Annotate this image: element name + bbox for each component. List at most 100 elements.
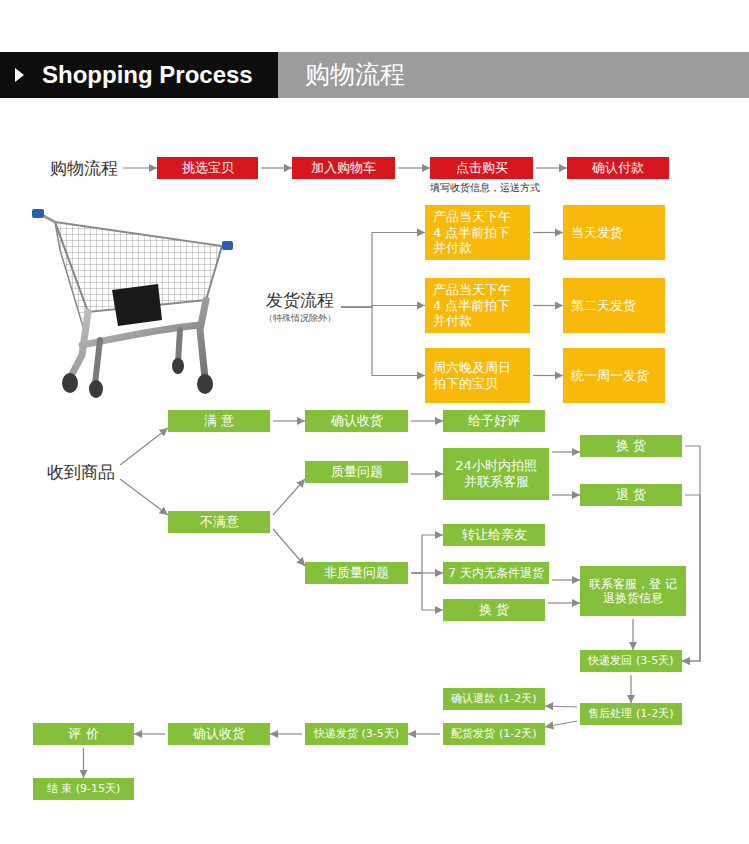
node-text: 售后处理 (1-2天) bbox=[588, 707, 673, 720]
process-box: 快递发货 (3-5天) bbox=[305, 723, 408, 745]
step-box: 挑选宝贝 bbox=[157, 157, 258, 179]
flow-arrow bbox=[398, 167, 430, 168]
flow-arrow bbox=[533, 232, 563, 233]
flow-arrow bbox=[273, 420, 305, 421]
flow-arrow bbox=[632, 619, 633, 650]
process-box: 确认收货 bbox=[168, 723, 270, 745]
flow-arrow bbox=[83, 748, 84, 778]
process-box: 转让给亲友 bbox=[443, 524, 545, 546]
shipping-box: 产品当天下午 4 点半前拍下 并付款 bbox=[425, 205, 530, 260]
node-text: 快递发货 (3-5天) bbox=[314, 727, 399, 740]
process-box: 确认退款 (1-2天) bbox=[443, 688, 545, 710]
process-box: 退 货 bbox=[580, 484, 682, 506]
process-box: 不满意 bbox=[168, 511, 270, 533]
process-box: 换 货 bbox=[443, 599, 545, 621]
flow-arrow bbox=[123, 167, 157, 168]
triangle-symbol bbox=[15, 68, 24, 82]
flow-arrow bbox=[682, 446, 700, 661]
node-text: 24小时内拍照 并联系客服 bbox=[447, 458, 545, 489]
process-box: 给予好评 bbox=[443, 410, 545, 432]
flow-arrow bbox=[411, 535, 443, 573]
flow-arrow bbox=[533, 375, 563, 376]
flow-arrow bbox=[545, 706, 577, 707]
node-text: 第二天发货 bbox=[571, 298, 636, 314]
node-text: 确认付款 bbox=[592, 160, 644, 176]
node-text: 转让给亲友 bbox=[462, 527, 527, 543]
flow-arrow bbox=[411, 420, 443, 421]
node-text: 满 意 bbox=[204, 413, 234, 429]
node-text: 当天发货 bbox=[571, 225, 623, 241]
header-title: Shopping Process bbox=[42, 60, 253, 90]
flow-arrow bbox=[273, 529, 305, 566]
shopping-cart bbox=[32, 209, 233, 398]
shipping-box: 统一周一发货 bbox=[563, 348, 665, 403]
flow-arrow bbox=[120, 428, 168, 465]
node-text: 点击购买 bbox=[456, 160, 508, 176]
node-text: 确认退款 (1-2天) bbox=[451, 692, 536, 705]
flow-arrow bbox=[341, 307, 425, 375]
step-box: 点击购买填写收货信息，运送方式 bbox=[430, 157, 533, 179]
header-bar: Shopping Process bbox=[0, 52, 278, 98]
flow-arrow bbox=[552, 579, 580, 580]
flow-arrow bbox=[408, 733, 440, 734]
handle-cap bbox=[32, 209, 44, 218]
shipping-box: 当天发货 bbox=[563, 205, 665, 260]
process-box: 7 天内无条件退货 bbox=[443, 562, 549, 584]
node-text: 购物流程 bbox=[50, 158, 118, 178]
cart-basket-side bbox=[55, 222, 88, 330]
process-box: 结 束 (9-15天) bbox=[33, 778, 134, 800]
flow-arrow bbox=[411, 573, 443, 610]
row-label: 发货流程（特殊情况除外） bbox=[262, 290, 338, 324]
flow-arrow bbox=[552, 451, 580, 452]
node-text: 统一周一发货 bbox=[571, 368, 649, 384]
header-label: 购物流程 bbox=[305, 59, 405, 91]
process-box: 满 意 bbox=[168, 410, 270, 432]
flow-arrow bbox=[273, 479, 305, 515]
node-text: 评 价 bbox=[68, 726, 98, 742]
node-text: 非质量问题 bbox=[324, 565, 389, 581]
flow-arrow bbox=[533, 305, 563, 306]
node-text: 结 束 (9-15天) bbox=[47, 782, 121, 795]
flow-arrow bbox=[548, 602, 580, 603]
flow-arrow bbox=[261, 167, 292, 168]
shipping-box: 产品当天下午 4 点半前拍下 并付款 bbox=[425, 278, 530, 333]
play-icon bbox=[0, 52, 30, 98]
node-text: 周六晚及周日 拍下的宝贝 bbox=[433, 360, 522, 391]
row-label: 收到商品 bbox=[45, 461, 117, 483]
node-text: 质量问题 bbox=[331, 464, 383, 480]
process-box: 换 货 bbox=[580, 435, 682, 457]
cart-wheels bbox=[62, 358, 213, 398]
node-text: 7 天内无条件退货 bbox=[448, 566, 543, 580]
step-box: 确认付款 bbox=[567, 157, 669, 179]
node-text: 退 货 bbox=[616, 487, 646, 503]
node-text: 不满意 bbox=[200, 514, 239, 530]
handle-cap bbox=[222, 241, 233, 250]
shipping-box: 周六晚及周日 拍下的宝贝 bbox=[425, 348, 530, 403]
flow-arrow bbox=[411, 473, 443, 474]
process-box: 联系客服，登 记退换货信息 bbox=[580, 566, 686, 616]
process-box: 24小时内拍照 并联系客服 bbox=[443, 448, 549, 500]
node-text: 确认收货 bbox=[331, 413, 383, 429]
node-text: 产品当天下午 4 点半前拍下 并付款 bbox=[433, 209, 522, 256]
shipping-box: 第二天发货 bbox=[563, 278, 665, 333]
process-box: 配货发货 (1-2天) bbox=[443, 723, 545, 745]
header-bar: 购物流程 bbox=[278, 52, 749, 98]
node-text: 产品当天下午 4 点半前拍下 并付款 bbox=[433, 282, 522, 329]
flow-arrow bbox=[134, 733, 165, 734]
node-text: 换 货 bbox=[479, 602, 509, 618]
child-seat bbox=[112, 284, 162, 326]
node-text: 收到商品 bbox=[47, 462, 115, 482]
process-box: 售后处理 (1-2天) bbox=[580, 703, 682, 725]
flow-arrow bbox=[120, 479, 168, 515]
node-text: 换 货 bbox=[616, 438, 646, 454]
process-box: 质量问题 bbox=[305, 461, 408, 483]
flow-arrow bbox=[552, 494, 580, 495]
node-text: 发货流程 bbox=[266, 290, 334, 310]
node-text: 加入购物车 bbox=[311, 160, 376, 176]
process-box: 确认收货 bbox=[305, 410, 408, 432]
row-label: 购物流程 bbox=[48, 157, 120, 179]
flow-arrow bbox=[545, 721, 577, 727]
process-box: 评 价 bbox=[33, 723, 134, 745]
flow-arrow bbox=[630, 675, 631, 703]
